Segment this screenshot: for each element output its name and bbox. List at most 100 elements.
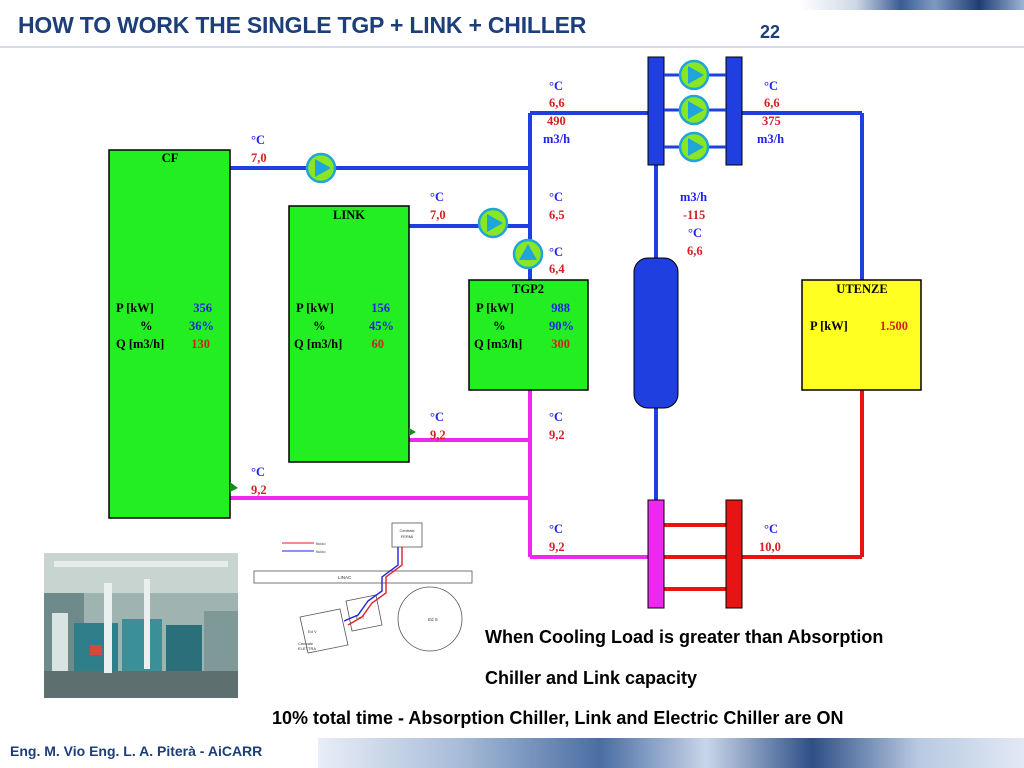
tgp2-row-value: 300 (551, 337, 570, 351)
storage-tank (633, 257, 679, 409)
cf-return-marker (230, 482, 238, 492)
plan-centrale-fermi (391, 522, 423, 548)
bypass-temp-unit: °C (688, 226, 702, 240)
tgp2-inlet-unit: °C (549, 245, 563, 259)
tgp2-supply-unit: °C (549, 190, 563, 204)
cf-row-label: P [kW] (116, 301, 154, 315)
footer-authors: Eng. M. Vio Eng. L. A. Piterà - AiCARR (10, 743, 263, 759)
plant-room-photo (44, 553, 238, 698)
return-header-right (725, 499, 743, 609)
link-return-unit: °C (430, 410, 444, 424)
pump-icon (678, 59, 710, 91)
link-row-value: 60 (372, 337, 385, 351)
hot-return-temp: 10,0 (759, 540, 781, 554)
caption-line-1: When Cooling Load is greater than Absorp… (485, 627, 884, 647)
tgp2-unit (468, 279, 589, 391)
header-left-flow-unit: m3/h (543, 132, 570, 146)
cf-name: CF (162, 151, 179, 165)
link-row-label: Q [m3/h] (294, 337, 342, 351)
cf-return-unit: °C (251, 465, 265, 479)
link-name: LINK (333, 208, 365, 222)
link-supply-temp: 7,0 (430, 208, 446, 222)
hot-return-unit: °C (764, 522, 778, 536)
tgp2-row-label: % (493, 319, 506, 333)
header-left-temp: 6,6 (549, 96, 565, 110)
plan-ed-v (299, 608, 349, 654)
supply-header-left (647, 56, 665, 166)
cf-supply-unit: °C (251, 133, 265, 147)
plan-pipe-blue (343, 547, 399, 622)
cf-unit (108, 149, 231, 519)
tgp2-name: TGP2 (512, 282, 544, 296)
title-rule (0, 46, 1024, 48)
cf-row-value: 36% (189, 319, 214, 333)
tgp2-row-label: Q [m3/h] (474, 337, 522, 351)
plan-legend-label: fluido (316, 549, 326, 554)
header-decoration (800, 0, 1024, 10)
return-header-left (647, 499, 665, 609)
plan-centrale-fermi-label: Centrale (399, 528, 415, 533)
cf-row-value: 130 (191, 337, 210, 351)
header-right-temp: 6,6 (764, 96, 780, 110)
cf-supply-temp: 7,0 (251, 151, 267, 165)
tgp2-row-label: P [kW] (476, 301, 514, 315)
cf-row-label: Q [m3/h] (116, 337, 164, 351)
link-row-label: P [kW] (296, 301, 334, 315)
bypass-temp: 6,6 (687, 244, 703, 258)
header-left-unit: °C (549, 79, 563, 93)
tgp2-supply-temp: 6,5 (549, 208, 565, 222)
caption-line-3: 10% total time - Absorption Chiller, Lin… (272, 708, 844, 728)
tgp2-return-unit: °C (549, 410, 563, 424)
link-unit (288, 205, 410, 463)
link-row-label: % (313, 319, 326, 333)
plan-centrale-elettra-label: ELETTRA (298, 646, 316, 651)
cf-row-value: 356 (193, 301, 212, 315)
cf-return-temp: 9,2 (251, 483, 267, 497)
tgp2-row-value: 988 (551, 301, 570, 315)
utenze-unit (801, 279, 922, 391)
site-plan: Centrale FERMI fluido fluido LINAC Ed S … (253, 522, 473, 654)
utenze-row-label: P [kW] (810, 319, 848, 333)
header-right-flow: 375 (762, 114, 781, 128)
utenze-name: UTENZE (836, 282, 887, 296)
plan-ed-v-label: Ed V (308, 629, 317, 634)
tgp2-return-temp: 9,2 (549, 428, 565, 442)
tgp2-row-value: 90% (549, 319, 574, 333)
plan-centrale-fermi-label: FERMI (401, 534, 413, 539)
link-row-value: 45% (369, 319, 394, 333)
plan-linac (253, 570, 473, 584)
bypass-flow-unit: m3/h (680, 190, 707, 204)
caption-line-2: Chiller and Link capacity (485, 668, 698, 688)
pump-icon (477, 207, 509, 239)
plan-linac-label: LINAC (338, 575, 352, 580)
slide-title: HOW TO WORK THE SINGLE TGP + LINK + CHIL… (18, 12, 587, 38)
bypass-flow: -115 (683, 208, 705, 222)
footer-decoration (318, 738, 1024, 768)
tgp2-inlet-temp: 6,4 (549, 262, 565, 276)
link-return-marker (409, 428, 416, 436)
link-supply-unit: °C (430, 190, 444, 204)
pump-icon (678, 94, 710, 126)
plan-legend-label: fluido (316, 541, 326, 546)
header-right-flow-unit: m3/h (757, 132, 784, 146)
pump-icon (512, 238, 544, 270)
plan-ed-s-label: Ed S (428, 617, 438, 622)
supply-pipes (230, 111, 864, 500)
plan-pipe-red (347, 547, 403, 626)
return-pipes (230, 390, 864, 591)
utenze-row-value: 1.500 (880, 319, 908, 333)
page-number: 22 (760, 22, 781, 42)
plan-centrale-elettra-label: Centrale (298, 641, 314, 646)
link-row-value: 156 (371, 301, 390, 315)
header-right-unit: °C (764, 79, 778, 93)
main-return-unit: °C (549, 522, 563, 536)
cf-row-label: % (140, 319, 153, 333)
pump-icon (678, 131, 710, 163)
plan-ed-s (397, 586, 463, 652)
pump-icon (305, 152, 337, 184)
link-return-temp: 9,2 (430, 428, 446, 442)
main-return-temp: 9,2 (549, 540, 565, 554)
supply-header-right (725, 56, 743, 166)
header-left-flow: 490 (547, 114, 566, 128)
